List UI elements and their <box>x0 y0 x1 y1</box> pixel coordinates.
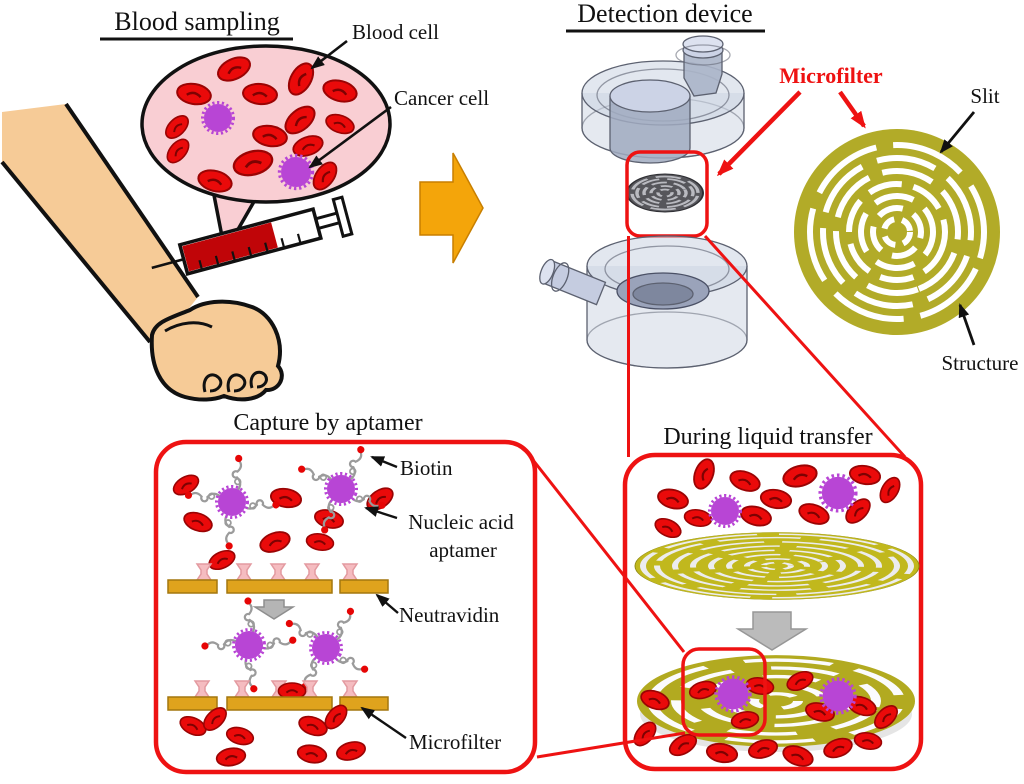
arm <box>0 102 284 402</box>
nucleic-acid-arrow <box>364 506 398 520</box>
microfilter-label: Microfilter <box>779 63 883 88</box>
blood-cell-label: Blood cell <box>352 20 439 44</box>
structure-arrow <box>958 303 976 346</box>
transfer-title: During liquid transfer <box>663 424 872 450</box>
device-bottom-unit <box>539 235 748 369</box>
connector-line <box>531 459 686 653</box>
slit-disc <box>794 129 1000 335</box>
microfilter-bars-top <box>167 563 389 594</box>
transfer-filter-disc-top <box>634 532 920 600</box>
microfilter-bars-bottom <box>167 680 389 711</box>
slit-disc-section: Slit Structure <box>794 84 1019 375</box>
flow-arrow <box>419 152 484 264</box>
connector-line <box>536 731 686 759</box>
microfilter-arrow-right <box>838 90 866 129</box>
capture-microfilter-label: Microfilter <box>409 730 501 754</box>
biotin-arrow <box>370 455 398 469</box>
down-arrow <box>252 599 296 620</box>
slit-label: Slit <box>970 84 999 108</box>
detection-device-title: Detection device <box>577 0 752 28</box>
biotin-label: Biotin <box>400 456 453 480</box>
transfer-section: During liquid transfer <box>622 424 924 772</box>
neutravidin-label: Neutravidin <box>399 603 500 627</box>
microfilter-arrow-left <box>716 90 802 177</box>
device-top-unit <box>581 35 745 164</box>
device-microfilter-disc <box>626 173 704 213</box>
blood-cell-arrow <box>310 39 348 70</box>
capture-section: Capture by aptamer <box>153 410 538 775</box>
zoom-connectors <box>531 234 907 759</box>
blood-sampling-title: Blood sampling <box>114 7 279 36</box>
cancer-cell-arrow <box>308 105 392 169</box>
capture-microfilter-arrow <box>360 706 407 739</box>
slit-arrow <box>939 111 976 154</box>
down-arrow <box>735 611 809 651</box>
fist <box>149 299 284 402</box>
cancer-cell-label: Cancer cell <box>394 86 489 110</box>
capture-zoom-rect <box>681 647 767 737</box>
blood-sampling-section: Blood sampling Blood cell Cancer cell <box>0 7 489 402</box>
capture-title: Capture by aptamer <box>233 410 422 436</box>
syringe <box>151 195 354 276</box>
connector-line <box>703 234 907 459</box>
neutravidin-arrow <box>375 593 399 614</box>
structure-label: Structure <box>942 351 1019 375</box>
nucleic-acid-label-line2: aptamer <box>429 538 497 562</box>
nucleic-acid-label-line1: Nucleic acid <box>408 510 514 534</box>
